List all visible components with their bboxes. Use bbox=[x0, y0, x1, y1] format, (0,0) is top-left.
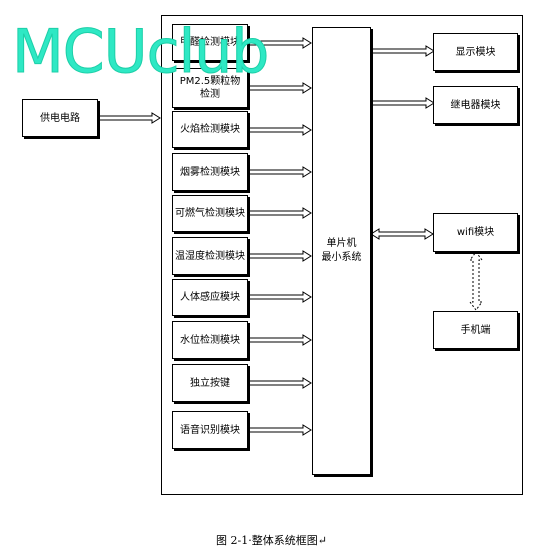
figure-caption: 图 2-1·整体系统框图↵ bbox=[216, 534, 327, 547]
sensor-box-formaldehyde: 甲醛检测模块 bbox=[172, 24, 248, 61]
wifi-module-box: wifi模块 bbox=[433, 213, 518, 252]
sensor-label: 火焰检测模块 bbox=[180, 124, 240, 135]
sensor-label: PM2.5颗粒物 检测 bbox=[179, 76, 241, 100]
sensor-label: 人体感应模块 bbox=[180, 292, 240, 303]
sensor-box-flame: 火焰检测模块 bbox=[172, 111, 248, 148]
sensor-box-button: 独立按键 bbox=[172, 364, 248, 402]
sensor-box-gas: 可燃气检测模块 bbox=[172, 195, 248, 232]
sensor-label: 独立按键 bbox=[190, 377, 230, 389]
sensor-box-water-level: 水位检测模块 bbox=[172, 321, 248, 359]
sensor-label: 水位检测模块 bbox=[180, 334, 240, 346]
wifi-label: wifi模块 bbox=[456, 227, 495, 238]
mcu-minimum-system: 单片机 最小系统 bbox=[312, 27, 371, 475]
relay-label: 继电器模块 bbox=[450, 99, 501, 111]
phone-box: 手机端 bbox=[433, 311, 518, 349]
system-boundary bbox=[161, 15, 523, 495]
mcu-label: 单片机 最小系统 bbox=[321, 238, 362, 263]
sensor-box-temp-humidity: 温湿度检测模块 bbox=[172, 237, 248, 275]
sensor-label: 甲醛检测模块 bbox=[180, 37, 240, 48]
power-arrow bbox=[97, 112, 161, 124]
sensor-box-pm25: PM2.5颗粒物 检测 bbox=[172, 68, 248, 108]
sensor-label: 语音识别模块 bbox=[180, 424, 240, 436]
sensor-label: 烟雾检测模块 bbox=[180, 166, 240, 178]
phone-dashed-arrow bbox=[469, 251, 483, 311]
sensor-label: 可燃气检测模块 bbox=[175, 208, 245, 219]
display-label: 显示模块 bbox=[455, 46, 496, 58]
display-module-box: 显示模块 bbox=[433, 33, 518, 71]
mcuclub-watermark: MCUclub bbox=[11, 17, 269, 87]
sensor-box-human: 人体感应模块 bbox=[172, 279, 248, 316]
phone-label: 手机端 bbox=[460, 324, 491, 336]
relay-module-box: 继电器模块 bbox=[433, 86, 518, 124]
power-supply-label: 供电电路 bbox=[40, 112, 80, 124]
sensor-box-voice: 语音识别模块 bbox=[172, 411, 248, 449]
power-supply-box: 供电电路 bbox=[22, 99, 98, 137]
sensor-label: 温湿度检测模块 bbox=[175, 250, 245, 262]
sensor-box-smoke: 烟雾检测模块 bbox=[172, 153, 248, 191]
